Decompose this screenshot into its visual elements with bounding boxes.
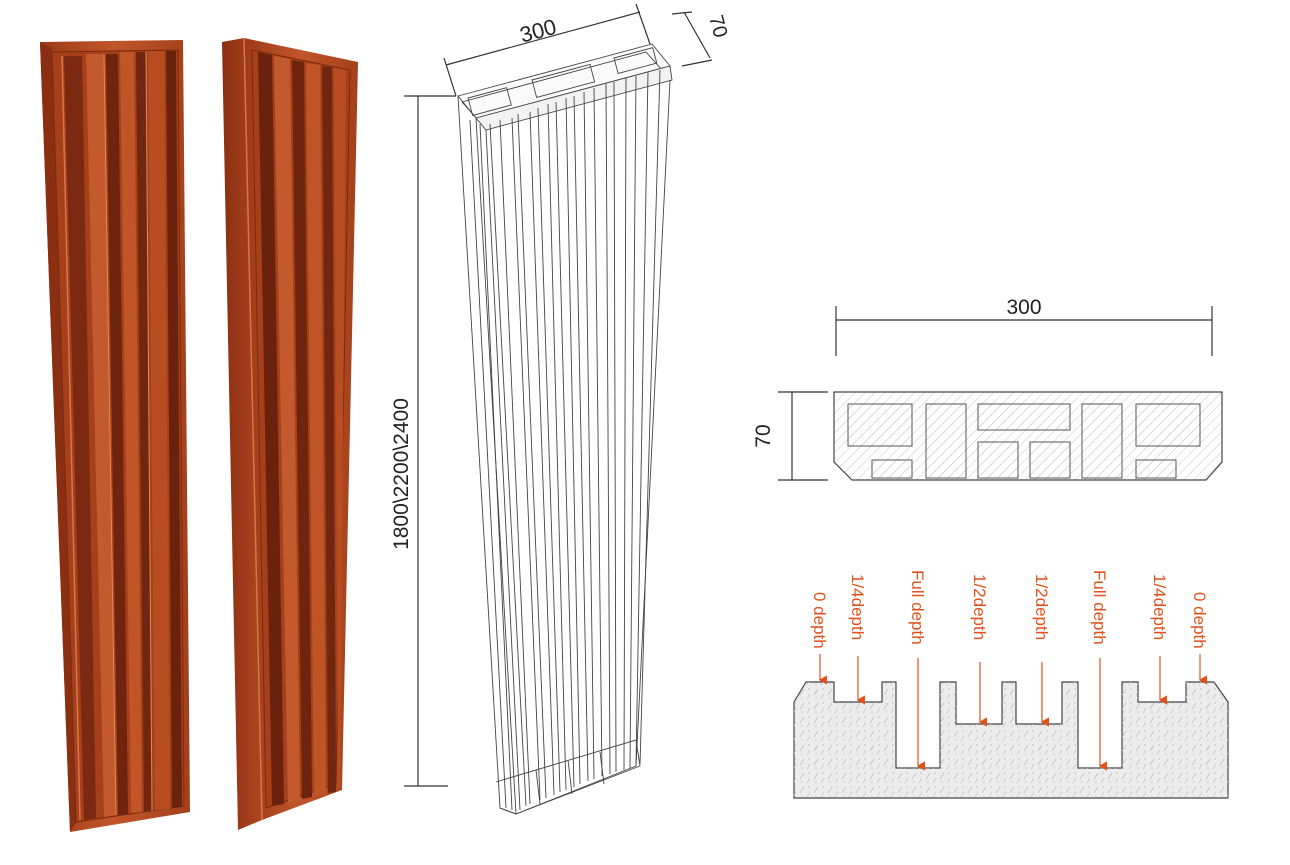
depth-label-4: 1/2depth: [1032, 574, 1051, 640]
iso-width-dimension: [443, 3, 651, 97]
depth-profile-shape: [793, 681, 1229, 799]
iso-width-label: 300: [517, 14, 559, 48]
depth-label-1: 1/4depth: [848, 574, 867, 640]
iso-depth-label: 70: [704, 13, 731, 40]
depth-label-5: Full depth: [1090, 570, 1109, 645]
wood-panel-angled: [222, 37, 358, 830]
wood-panel-front: [40, 40, 190, 832]
iso-height-dimension: [404, 95, 456, 787]
section-profile: [833, 391, 1223, 481]
section-width-label: 300: [1006, 296, 1041, 319]
section-depth-dimension: [778, 391, 828, 481]
depth-label-0: 0 depth: [810, 592, 829, 649]
iso-wireframe: [457, 43, 673, 815]
iso-height-label: 1800\2200\2400: [390, 398, 413, 550]
depth-label-2: Full depth: [908, 570, 927, 645]
iso-depth-dimension: [671, 11, 713, 67]
depth-labels: 0 depth 1/4depth Full depth 1/2depth 1/2…: [810, 570, 1209, 649]
section-depth-label: 70: [752, 424, 775, 447]
depth-label-3: 1/2depth: [970, 574, 989, 640]
depth-label-6: 1/4depth: [1150, 574, 1169, 640]
depth-label-7: 0 depth: [1190, 592, 1209, 649]
section-width-dimension: [835, 306, 1213, 356]
depth-arrows: [818, 654, 1208, 771]
